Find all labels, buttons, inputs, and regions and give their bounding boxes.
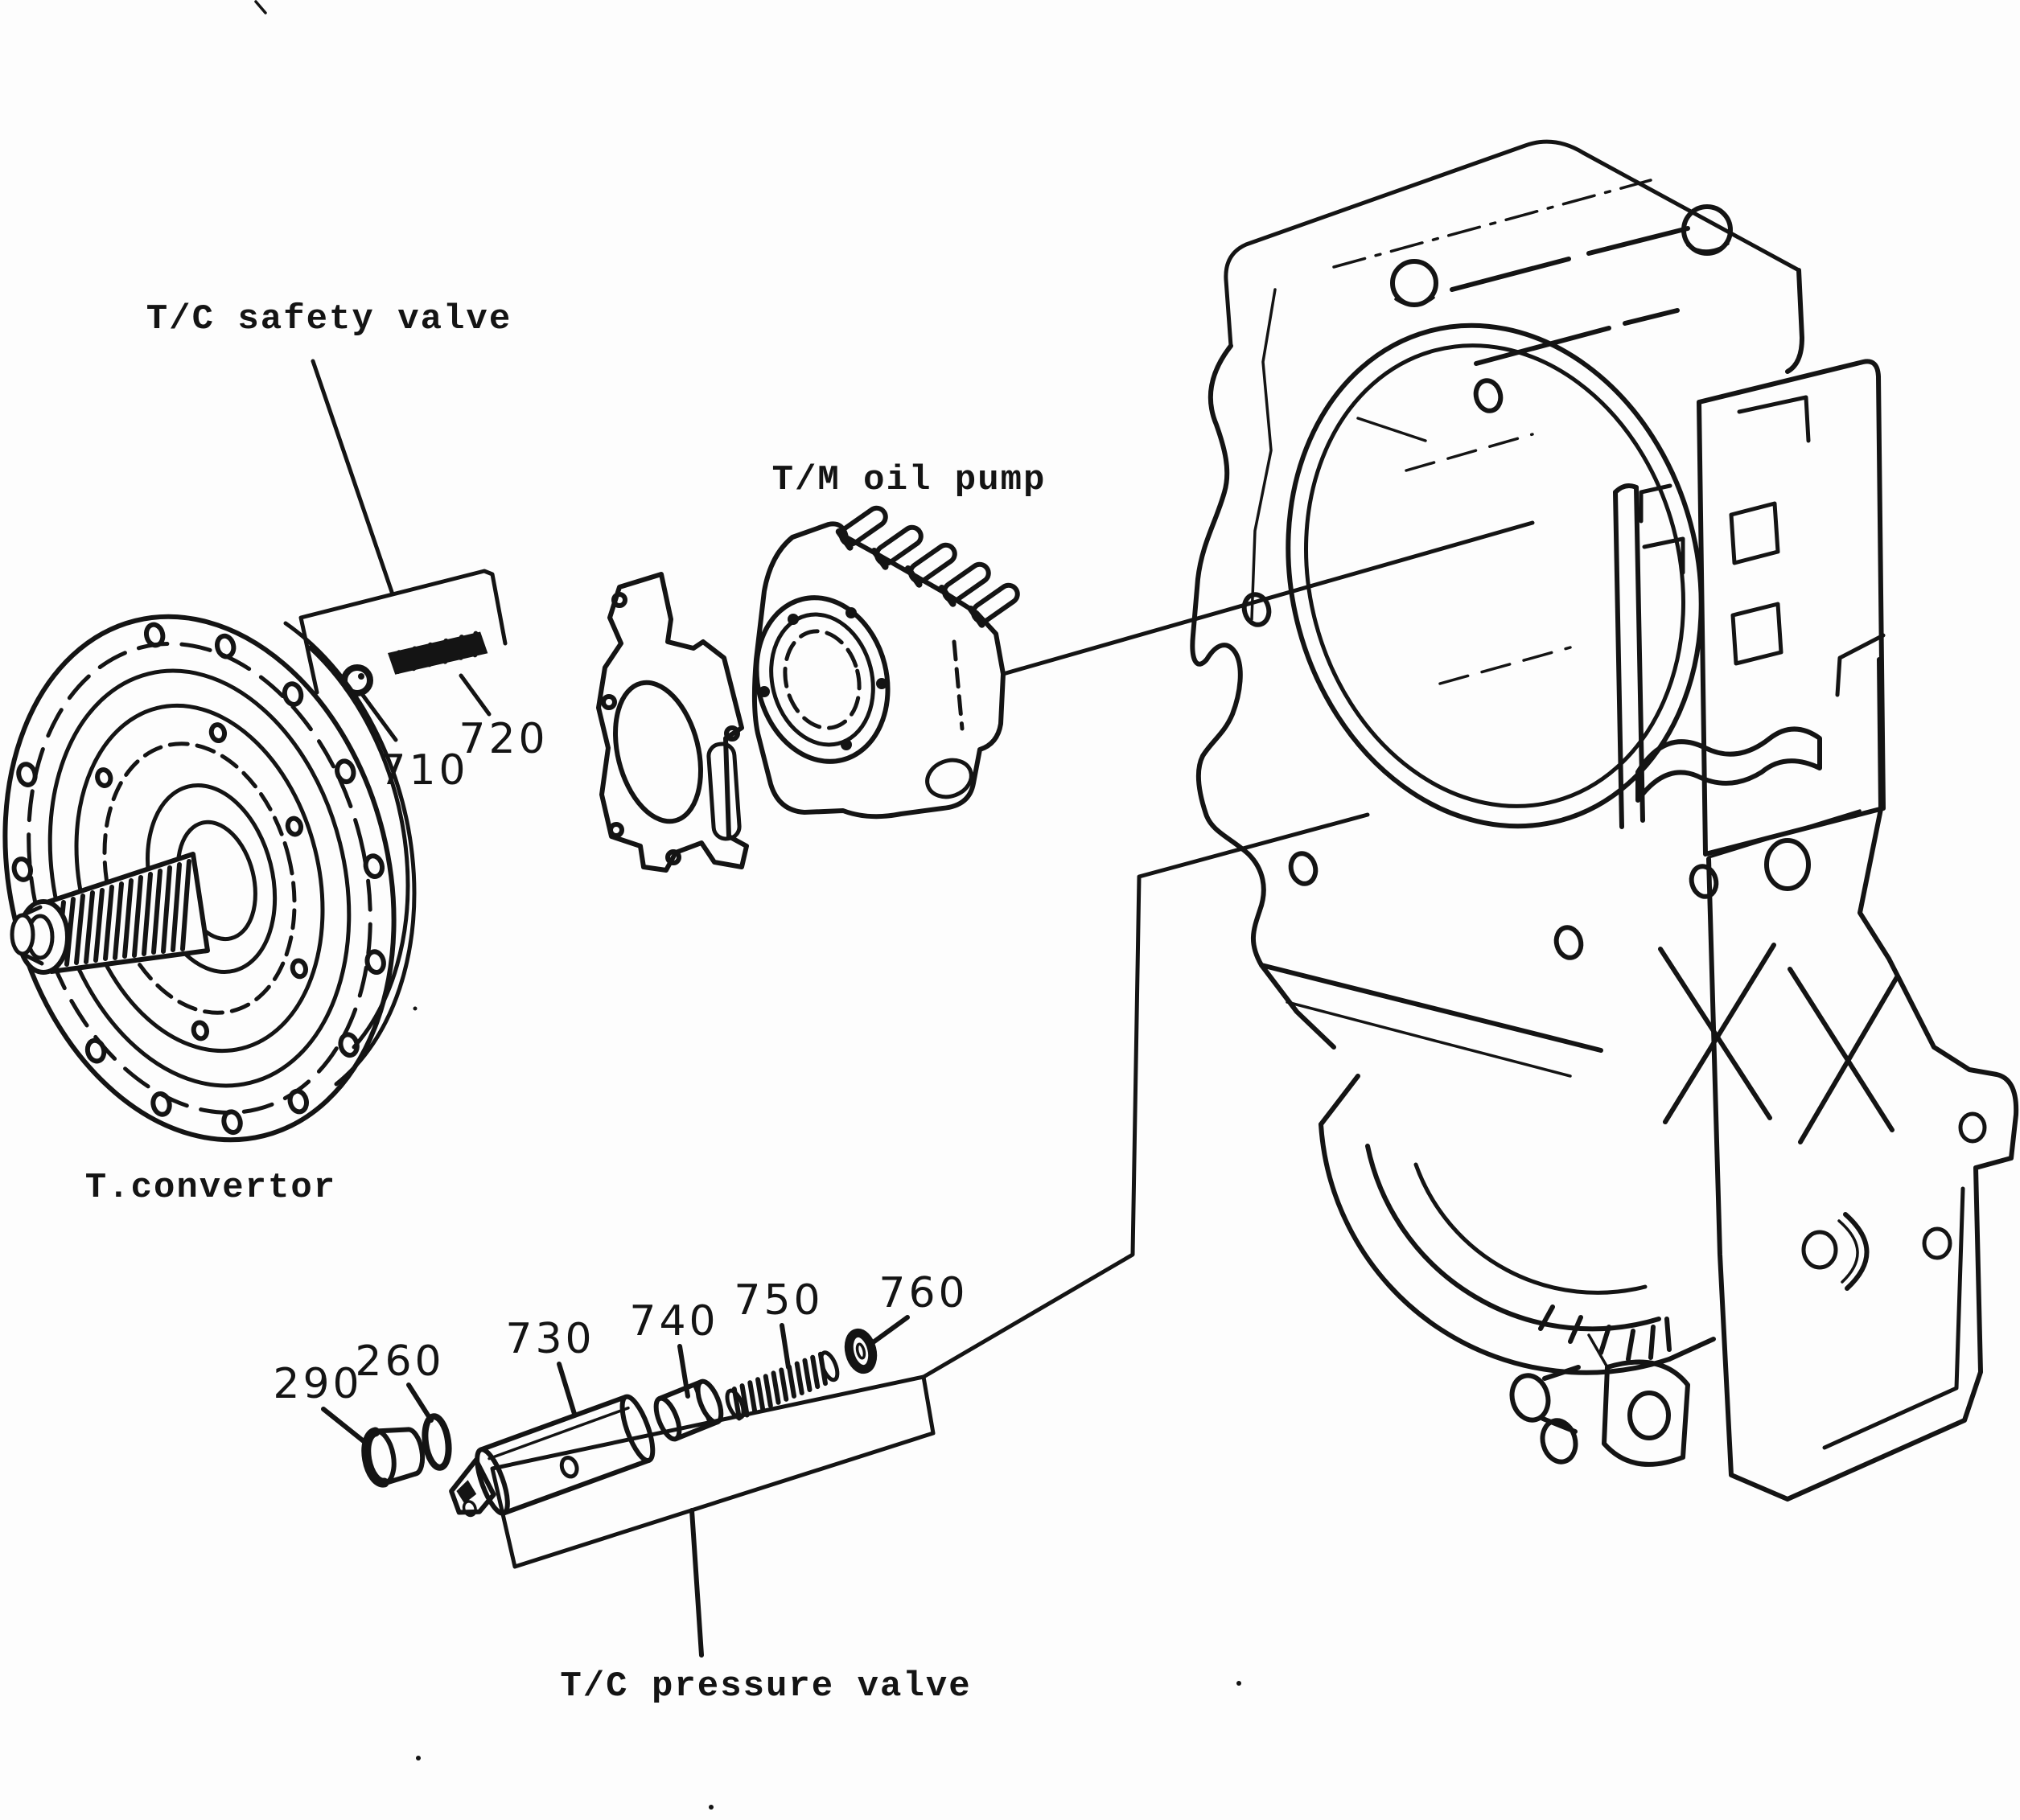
tc-pressure-valve-assembly: 290 260 730 740 750 760 T/C pressure val…	[273, 812, 1370, 1707]
oring-260	[422, 1413, 452, 1471]
spool-730	[449, 1394, 656, 1518]
top-boss-left	[1390, 259, 1438, 307]
housing-bearing-arch	[1319, 1074, 1716, 1375]
label-tc-pressure-valve: T/C pressure valve	[560, 1666, 971, 1707]
housing-left-flange	[1190, 343, 1336, 1050]
pump-stud-bolts	[835, 505, 1020, 628]
tc-safety-valve-assembly: T/C safety valve 710 720	[146, 299, 548, 795]
pin-740	[653, 1378, 724, 1442]
leader-730	[557, 1362, 577, 1416]
leader-260	[406, 1382, 434, 1423]
leader-pressure-valve-label	[689, 1508, 704, 1658]
gasket-bolt-holes	[601, 592, 740, 865]
converter-splined-shaft	[10, 852, 210, 975]
leader-710	[360, 692, 398, 742]
label-tm-oil-pump: T/M oil pump	[772, 460, 1047, 500]
leader-oil-pump-to-housing	[1001, 520, 1535, 676]
tm-oil-pump: T/M oil pump	[751, 460, 1535, 820]
oil-pump-gasket	[596, 572, 749, 873]
pump-bolt-dots	[759, 607, 887, 750]
torque-converter: T.convertor	[2, 614, 417, 1208]
safety-valve-box	[298, 569, 508, 695]
label-740: 740	[629, 1297, 718, 1345]
housing-ribs	[1658, 943, 1899, 1144]
transmission-housing	[1190, 139, 2019, 1502]
housing-lower-lugs	[1509, 1333, 1690, 1467]
plug-290	[361, 1427, 426, 1488]
washer-760	[844, 1328, 878, 1374]
label-710: 710	[379, 746, 468, 795]
label-290: 290	[273, 1360, 362, 1408]
housing-top-plate	[1332, 179, 1804, 374]
spline-hatching	[55, 859, 191, 968]
housing-right-panel	[1635, 359, 1886, 891]
leader-760	[870, 1315, 910, 1345]
leader-290	[321, 1407, 366, 1444]
label-720: 720	[459, 715, 548, 763]
label-tc-safety-valve: T/C safety valve	[146, 299, 512, 339]
leader-740	[677, 1344, 690, 1399]
label-260: 260	[355, 1337, 444, 1386]
spring-720	[388, 631, 488, 675]
label-730: 730	[505, 1315, 594, 1363]
leader-safety-valve	[311, 359, 394, 594]
leader-720	[459, 673, 492, 717]
leader-pressure-valve-to-housing	[921, 812, 1370, 1379]
housing-flange-holes	[1241, 378, 1719, 960]
label-760: 760	[878, 1269, 968, 1317]
pump-body-outline	[751, 521, 1006, 820]
label-t-convertor: T.convertor	[85, 1168, 336, 1208]
pressure-valve-leaders	[321, 1315, 910, 1658]
top-boss-right	[1681, 204, 1733, 256]
ball-710	[341, 664, 373, 696]
label-750: 750	[734, 1276, 823, 1325]
leader-750	[780, 1323, 791, 1370]
converter-bolt-holes	[11, 622, 386, 1136]
pressure-valve-box	[490, 1374, 936, 1569]
panel-wave-slot	[1635, 726, 1822, 803]
spring-750	[725, 1350, 840, 1421]
housing-lower-block	[1706, 657, 2019, 1502]
scan-specks	[254, 0, 1241, 1810]
housing-main-bore	[1286, 323, 1704, 829]
